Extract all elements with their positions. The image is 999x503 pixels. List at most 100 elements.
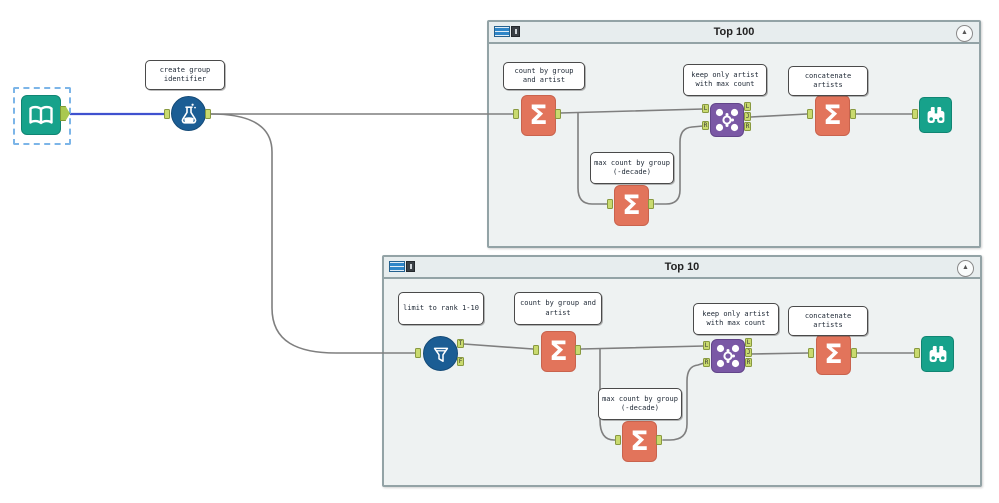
collapse-button[interactable]: ▲ xyxy=(956,25,973,42)
connection-max10-to-join-R[interactable] xyxy=(662,362,705,441)
filter-true-anchor[interactable]: T xyxy=(457,339,464,348)
max100-input-anchor[interactable] xyxy=(607,199,613,209)
max10-annotation[interactable]: max count by group (-decade) xyxy=(598,388,682,420)
container-box-icon xyxy=(406,261,415,272)
concat10-output-anchor[interactable] xyxy=(851,348,857,358)
formula-tool[interactable] xyxy=(171,96,206,131)
open-book-icon xyxy=(29,105,53,125)
container-title: Top 100 xyxy=(713,26,755,38)
input-data-tool[interactable] xyxy=(21,95,61,135)
collapse-button[interactable]: ▲ xyxy=(957,260,974,277)
sigma-glyph: Σ xyxy=(823,100,842,131)
browse-top10-tool[interactable] xyxy=(921,336,954,372)
concat100-output-anchor[interactable] xyxy=(850,109,856,119)
filter-icon xyxy=(423,336,458,371)
join10-output-J-anchor[interactable]: J xyxy=(745,348,752,357)
container-box-icon xyxy=(511,26,520,37)
concat10-input-anchor[interactable] xyxy=(808,348,814,358)
binoculars-icon xyxy=(927,107,944,123)
count10-output-anchor[interactable] xyxy=(575,345,581,355)
concat100-annotation[interactable]: concatenate artists xyxy=(788,66,868,96)
filter-limit-tool[interactable] xyxy=(423,336,458,371)
container-title: Top 10 xyxy=(664,261,700,273)
filter-false-anchor[interactable]: F xyxy=(457,357,464,366)
join-top100-tool[interactable] xyxy=(710,103,744,137)
connection-count100-to-join-L[interactable] xyxy=(559,108,704,114)
count100-annotation[interactable]: count by group and artist xyxy=(503,62,585,90)
join-icon xyxy=(710,103,744,137)
connection-count10-to-join-L[interactable] xyxy=(580,345,705,350)
browse10-input-anchor[interactable] xyxy=(914,348,920,358)
count10-annotation[interactable]: count by group and artist xyxy=(514,292,602,325)
container-icon xyxy=(389,261,415,272)
flask-icon xyxy=(181,103,196,124)
connection-max100-to-join-R[interactable] xyxy=(654,125,704,205)
join10-input-R-anchor[interactable]: R xyxy=(703,358,710,367)
container-top-100-header[interactable]: Top 100 xyxy=(489,22,979,44)
summarize-max-top100-tool[interactable]: Σ xyxy=(614,185,649,226)
join100-output-J-anchor[interactable]: J xyxy=(744,112,751,121)
formula-input-anchor[interactable] xyxy=(164,109,170,119)
binoculars-icon xyxy=(929,346,946,362)
summarize-icon: Σ xyxy=(815,95,850,136)
summarize-count-top100-tool[interactable]: Σ xyxy=(521,95,556,136)
join-network-icon xyxy=(716,344,740,368)
max100-annotation[interactable]: max count by group (-decade) xyxy=(590,152,674,184)
connection-count10-to-max10[interactable] xyxy=(599,348,616,441)
connection-join10-to-concat10[interactable] xyxy=(750,352,809,355)
concat100-input-anchor[interactable] xyxy=(807,109,813,119)
join10-output-R-anchor[interactable]: R xyxy=(745,358,752,367)
sigma-glyph: Σ xyxy=(824,339,843,370)
join10-output-L-anchor[interactable]: L xyxy=(745,338,752,347)
connection-formula-to-filter[interactable] xyxy=(210,113,416,354)
max100-output-anchor[interactable] xyxy=(648,199,654,209)
summarize-count-top10-tool[interactable]: Σ xyxy=(541,331,576,372)
browse-icon-bg xyxy=(921,336,954,372)
sigma-glyph: Σ xyxy=(529,100,548,131)
filter-input-anchor[interactable] xyxy=(415,348,421,358)
summarize-concat-top100-tool[interactable]: Σ xyxy=(815,95,850,136)
container-top-100[interactable]: Top 100 ▲ xyxy=(487,20,981,248)
connection-join100-to-concat100[interactable] xyxy=(750,113,808,118)
formula-icon xyxy=(171,96,206,131)
connection-count100-to-max100[interactable] xyxy=(577,112,608,205)
summarize-concat-top10-tool[interactable]: Σ xyxy=(816,334,851,375)
join-icon xyxy=(711,339,745,373)
formula-annotation[interactable]: create group identifier xyxy=(145,60,225,90)
join-network-icon xyxy=(715,108,739,132)
summarize-icon: Σ xyxy=(521,95,556,136)
sigma-glyph: Σ xyxy=(622,190,641,221)
join100-output-L-anchor[interactable]: L xyxy=(744,102,751,111)
browse100-input-anchor[interactable] xyxy=(912,109,918,119)
container-icon xyxy=(494,26,520,37)
count100-output-anchor[interactable] xyxy=(555,109,561,119)
summarize-icon: Σ xyxy=(622,421,657,462)
count10-input-anchor[interactable] xyxy=(533,345,539,355)
join10-annotation[interactable]: keep only artist with max count xyxy=(693,303,779,335)
browse-top100-tool[interactable] xyxy=(919,97,952,133)
container-bar-icon xyxy=(389,261,406,272)
sigma-glyph: Σ xyxy=(549,336,568,367)
connection-filter-T-to-count10[interactable] xyxy=(463,343,534,350)
join100-input-L-anchor[interactable]: L xyxy=(702,104,709,113)
max10-input-anchor[interactable] xyxy=(615,435,621,445)
container-top-10-header[interactable]: Top 10 xyxy=(384,257,980,279)
join100-input-R-anchor[interactable]: R xyxy=(702,121,709,130)
join10-input-L-anchor[interactable]: L xyxy=(703,341,710,350)
formula-output-anchor[interactable] xyxy=(205,109,211,119)
limit10-annotation[interactable]: limit to rank 1-10 xyxy=(398,292,484,325)
concat10-annotation[interactable]: concatenate artists xyxy=(788,306,868,336)
join100-annotation[interactable]: keep only artist with max count xyxy=(683,64,767,96)
input-output-anchor[interactable] xyxy=(60,106,70,121)
summarize-max-top10-tool[interactable]: Σ xyxy=(622,421,657,462)
join-top10-tool[interactable] xyxy=(711,339,745,373)
max10-output-anchor[interactable] xyxy=(656,435,662,445)
sigma-glyph: Σ xyxy=(630,426,649,457)
join100-output-R-anchor[interactable]: R xyxy=(744,122,751,131)
selection-box xyxy=(13,87,71,145)
summarize-icon: Σ xyxy=(816,334,851,375)
browse-icon-bg xyxy=(919,97,952,133)
count100-input-anchor[interactable] xyxy=(513,109,519,119)
